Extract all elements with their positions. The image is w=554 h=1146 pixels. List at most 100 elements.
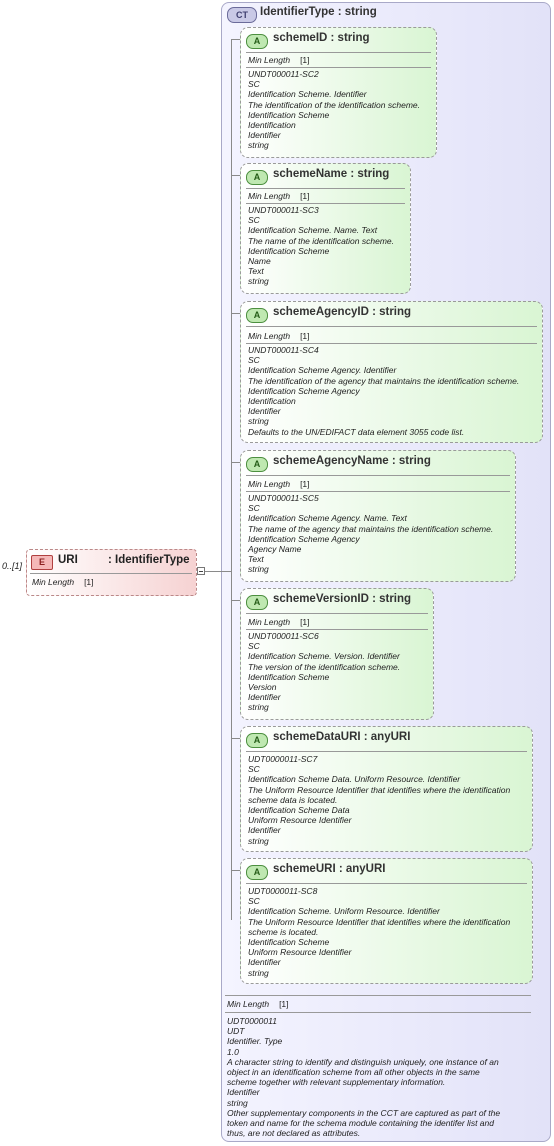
doc-line: The version of the identification scheme… <box>248 661 401 672</box>
doc-line: Identification Scheme. Version. Identifi… <box>248 651 400 662</box>
doc-line: UNDT000011-SC4 <box>248 345 319 355</box>
attribute-badge-icon: A <box>246 733 268 748</box>
connector-stub <box>231 175 240 176</box>
doc-line: 1.0 <box>227 1046 239 1057</box>
connector-stub <box>231 600 240 601</box>
doc-line: Identification Scheme. Uniform Resource.… <box>248 906 440 917</box>
attribute-facet: Min Length[1] <box>248 331 310 341</box>
doc-line: UNDT000011-SC6 <box>248 631 319 641</box>
doc-line: Identification Scheme. Identifier <box>248 89 367 100</box>
attribute-scheme-name[interactable]: A schemeName : string Min Length[1] UNDT… <box>240 163 411 294</box>
doc-line: object in an identification scheme from … <box>227 1067 480 1078</box>
element-cardinality: 0..[1] <box>2 561 23 571</box>
doc-line: Identification <box>248 396 296 407</box>
attribute-facet: Min Length[1] <box>248 55 310 65</box>
complex-type-title[interactable]: IdentifierType : string <box>260 6 377 18</box>
doc-line: The identification of the agency that ma… <box>248 375 520 386</box>
doc-line: scheme is located. <box>248 926 319 937</box>
doc-line: SC <box>248 355 260 366</box>
ct-separator <box>225 1012 531 1013</box>
doc-line: UDT0000011-SC8 <box>248 886 318 896</box>
doc-line: UDT <box>227 1026 245 1037</box>
attribute-scheme-version-id[interactable]: A schemeVersionID : string Min Length[1]… <box>240 588 434 720</box>
attribute-name: schemeAgencyID : string <box>273 306 412 318</box>
doc-line: string <box>227 1097 248 1108</box>
complex-type-badge-icon: CT <box>227 7 257 23</box>
doc-line: Identifier <box>227 1087 260 1098</box>
doc-line: string <box>248 140 269 151</box>
doc-line: The Uniform Resource Identifier that ide… <box>248 916 511 927</box>
doc-line: Identifier. Type <box>227 1036 283 1047</box>
doc-line: string <box>248 276 269 287</box>
doc-line: Identification <box>248 120 296 131</box>
doc-line: Identifier <box>248 692 281 703</box>
doc-line: The Uniform Resource Identifier that ide… <box>248 784 511 795</box>
attribute-name: schemeDataURI : anyURI <box>273 731 411 743</box>
connector-vertical-spine <box>231 40 232 920</box>
attribute-scheme-agency-name[interactable]: A schemeAgencyName : string Min Length[1… <box>240 450 516 582</box>
attribute-badge-icon: A <box>246 595 268 610</box>
doc-line: Identification Scheme <box>248 245 330 256</box>
attribute-name: schemeURI : anyURI <box>273 863 386 875</box>
doc-line: Defaults to the UN/EDIFACT data element … <box>248 426 465 437</box>
element-box[interactable] <box>26 549 197 596</box>
attribute-scheme-agency-id[interactable]: A schemeAgencyID : string Min Length[1] … <box>240 301 543 443</box>
doc-line: SC <box>248 79 260 90</box>
doc-line: Version <box>248 682 277 693</box>
doc-line: string <box>248 835 269 846</box>
doc-line: Identifier <box>248 130 281 141</box>
doc-line: Identification Scheme Agency <box>248 533 360 544</box>
attribute-name: schemeVersionID : string <box>273 593 412 605</box>
connector-stub <box>231 738 240 739</box>
ct-separator <box>225 995 531 996</box>
attribute-name: schemeName : string <box>273 168 390 180</box>
element-facet: Min Length[1] <box>32 577 94 587</box>
attribute-scheme-id[interactable]: A schemeID : string Min Length[1] UNDT00… <box>240 27 437 158</box>
attribute-facet: Min Length[1] <box>248 191 310 201</box>
doc-line: The identification of the identification… <box>248 99 420 110</box>
connector-stub <box>231 39 240 40</box>
doc-line: Agency Name <box>248 544 302 555</box>
attribute-facet: Min Length[1] <box>248 479 310 489</box>
doc-line: Identification Scheme <box>248 109 330 120</box>
attribute-name: schemeID : string <box>273 32 370 44</box>
doc-line: scheme together with relevant supplement… <box>227 1077 446 1088</box>
attribute-name: schemeAgencyName : string <box>273 455 431 467</box>
doc-line: The name of the agency that maintains th… <box>248 523 494 534</box>
doc-line: Identification Scheme Agency <box>248 385 360 396</box>
attribute-badge-icon: A <box>246 457 268 472</box>
doc-line: Name <box>248 256 271 267</box>
doc-line: UNDT000011-SC5 <box>248 493 319 503</box>
complex-type-facet: Min Length[1] <box>227 999 289 1009</box>
doc-line: scheme data is located. <box>248 794 338 805</box>
attribute-badge-icon: A <box>246 170 268 185</box>
doc-line: SC <box>248 896 260 907</box>
doc-line: Identification Scheme Agency. Identifier <box>248 365 397 376</box>
doc-line: Identification Scheme Agency. Name. Text <box>248 513 407 524</box>
connector-stub <box>231 870 240 871</box>
connector-stub <box>231 313 240 314</box>
doc-line: string <box>248 967 269 978</box>
doc-line: Text <box>248 554 264 565</box>
doc-line: SC <box>248 215 260 226</box>
collapse-toggle-icon[interactable] <box>197 567 205 575</box>
attribute-badge-icon: A <box>246 34 268 49</box>
doc-line: string <box>248 564 269 575</box>
doc-line: thus, are not declared as attributes. <box>227 1128 361 1139</box>
doc-line: string <box>248 702 269 713</box>
element-type: : IdentifierType <box>108 554 190 566</box>
connector-h-element <box>205 571 231 572</box>
doc-line: string <box>248 416 269 427</box>
doc-line: UDT0000011 <box>227 1016 277 1026</box>
doc-line: Uniform Resource Identifier <box>248 947 352 958</box>
doc-line: Identification Scheme. Name. Text <box>248 225 378 236</box>
doc-line: UDT0000011-SC7 <box>248 754 318 764</box>
